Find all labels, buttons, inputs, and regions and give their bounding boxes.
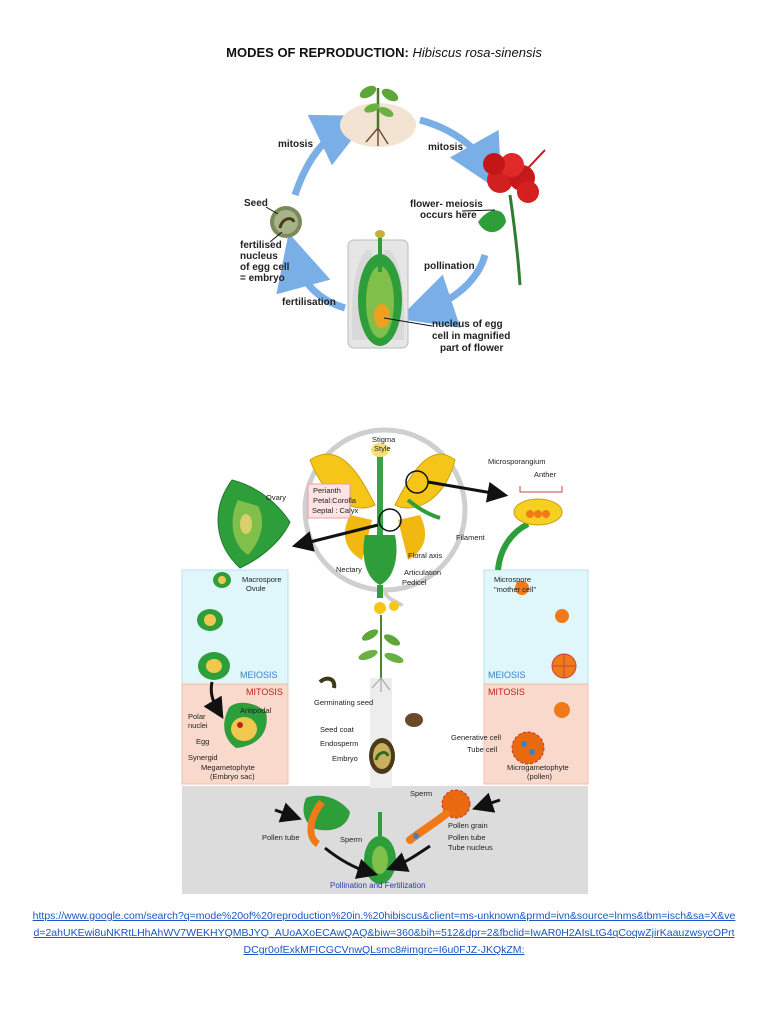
seedling-center — [358, 601, 404, 692]
label-egg: Egg — [196, 737, 209, 746]
meiosis-panel-left — [181, 569, 289, 685]
label-petal: Petal:Corolla — [313, 496, 357, 505]
source-link[interactable]: https://www.google.com/search?q=mode%20o… — [32, 910, 736, 956]
label-endosperm: Endosperm — [320, 739, 358, 748]
label-flower-meiosis-2: occurs here — [420, 210, 477, 221]
flower-section-illustration — [347, 230, 409, 349]
label-seed-coat: Seed coat — [320, 725, 355, 734]
label-flower-meiosis-1: flower- meiosis — [410, 199, 483, 210]
label-germinating-seed: Germinating seed — [314, 698, 373, 707]
label-pollen-tube-right: Pollen tube — [448, 833, 486, 842]
label-mitosis-right: mitosis — [428, 142, 463, 153]
label-articulation: Articulation — [404, 568, 441, 577]
anther-illustration — [495, 486, 563, 571]
label-megagametophyte: Megametophyte — [201, 763, 255, 772]
label-ovary: Ovary — [266, 493, 286, 502]
label-embryo-4: = embryo — [240, 273, 285, 284]
label-nucleus-3: part of flower — [440, 343, 503, 354]
label-embryo: Embryo — [332, 754, 358, 763]
label-nectary: Nectary — [336, 565, 362, 574]
label-mitosis-left: MITOSIS — [246, 687, 283, 697]
label-embryo-sac: (Embryo sac) — [210, 772, 255, 781]
label-fertilisation: fertilisation — [282, 297, 336, 308]
title-bold: MODES OF REPRODUCTION: — [226, 45, 409, 60]
cycle-arrow-right-low — [398, 253, 489, 328]
page-title: MODES OF REPRODUCTION: Hibiscus rosa-sin… — [0, 45, 768, 60]
label-ovule: Ovule — [246, 584, 266, 593]
title-species: Hibiscus rosa-sinensis — [412, 45, 542, 60]
caption-pollination-fertilization: Pollination and Fertilization — [330, 881, 426, 890]
label-mother-cell: "mother cell" — [494, 585, 536, 594]
fertilization-illustrations — [274, 789, 501, 884]
hibiscus-flower-illustration — [478, 149, 546, 286]
life-cycle-diagram: mitosis mitosis Seed flower- meiosis occ… — [240, 85, 546, 354]
label-anther: Anther — [534, 470, 557, 479]
microspore-sequence — [511, 581, 577, 765]
cycle-arrow-left-low — [276, 232, 347, 312]
label-nucleus-2: cell in magnified — [432, 331, 510, 342]
seedling-illustration — [340, 85, 416, 147]
label-generative-cell: Generative cell — [451, 733, 501, 742]
label-meiosis-left: MEIOSIS — [240, 670, 278, 680]
label-nucleus-1: nucleus of egg — [432, 319, 503, 330]
label-antipodal: Antipodal — [240, 706, 272, 715]
label-synergid: Synergid — [188, 753, 218, 762]
label-tube-cell: Tube cell — [467, 745, 497, 754]
label-seed: Seed — [244, 198, 268, 209]
label-microspore: Microspore — [494, 575, 531, 584]
label-sperm-left: Sperm — [340, 835, 362, 844]
label-mitosis-left: mitosis — [278, 139, 313, 150]
flower-cross-section — [309, 443, 456, 598]
label-pollen: (pollen) — [527, 772, 553, 781]
label-style: Style — [374, 444, 391, 453]
pollination-fertilization-diagram: Stigma Style Ovary Perianth Petal:Coroll… — [181, 427, 589, 894]
label-meiosis-right: MEIOSIS — [488, 670, 526, 680]
seed-illustration — [270, 206, 302, 238]
label-macrospore: Macrospore — [242, 575, 282, 584]
label-tube-nucleus: Tube nucleus — [448, 843, 493, 852]
label-nuclei: nuclei — [188, 721, 208, 730]
label-pedicel: Pedicel — [402, 578, 427, 587]
label-microsporangium: Microsporangium — [488, 457, 546, 466]
label-pollen-grain: Pollen grain — [448, 821, 488, 830]
label-stigma: Stigma — [372, 435, 396, 444]
label-sepal: Septal : Calyx — [312, 506, 359, 515]
cycle-arrow-left-up — [291, 114, 371, 197]
label-mitosis-right: MITOSIS — [488, 687, 525, 697]
label-embryo-3: of egg cell — [240, 262, 290, 273]
label-microgametophyte: Microgametophyte — [507, 763, 569, 772]
label-pollen-tube-left: Pollen tube — [262, 833, 300, 842]
label-embryo-2: nucleus — [240, 251, 278, 262]
label-filament: Filament — [456, 533, 486, 542]
ovule-sequence — [197, 572, 267, 748]
label-perianth: Perianth — [313, 486, 341, 495]
ovary-illustration — [217, 479, 291, 569]
label-embryo-1: fertilised — [240, 240, 282, 251]
label-floral-axis: Floral axis — [408, 551, 442, 560]
label-pollination: pollination — [424, 261, 475, 272]
label-sperm-top: Sperm — [410, 789, 432, 798]
mitosis-panel-right — [483, 683, 589, 785]
label-polar: Polar — [188, 712, 206, 721]
